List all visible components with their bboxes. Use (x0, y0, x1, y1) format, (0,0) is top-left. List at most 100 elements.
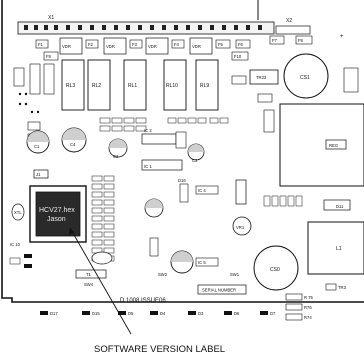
label-f1: F1 (38, 42, 44, 47)
label-vdr-3: VDR (148, 44, 157, 49)
regulator-block (279, 103, 364, 187)
relay-group: RL3 RL2 RL1 RL10 RL9 (61, 59, 219, 111)
part-left-small (9, 257, 21, 265)
label-cs1: CS1 (300, 75, 310, 81)
varistor-vr1 (232, 216, 252, 236)
label-rl1: RL1 (128, 83, 137, 89)
label-f8: F8 (298, 38, 304, 43)
chip-ic1 (141, 159, 183, 171)
part-near-tr23 (231, 75, 247, 85)
resistor-ladder (91, 175, 115, 262)
label-f5: F5 (218, 42, 224, 47)
label-d6: D6 (234, 311, 240, 316)
resistor-r74 (285, 313, 303, 321)
resistor-r75 (285, 293, 303, 301)
diode-pair (175, 131, 187, 149)
software-version-label (35, 191, 81, 237)
left-leds (24, 254, 32, 268)
label-r76: R76 (304, 305, 312, 310)
cap-cs0: CS0 (253, 245, 299, 291)
label-ic10: IC 10 (10, 242, 21, 247)
connector-x2 (275, 25, 311, 35)
fuse-group: F1 F2 F3 F4 F5 F6 F7 F8 F9 F10 (35, 35, 313, 61)
label-f10: F10 (234, 54, 242, 59)
label-x1: X1 (48, 15, 54, 21)
serial-number-label: SERIAL NUMBER (202, 288, 236, 293)
label-f7: F7 (272, 38, 278, 43)
label-cs0: CS0 (270, 267, 280, 273)
label-vdr-2: VDR (106, 44, 115, 49)
label-rl9: RL9 (200, 83, 209, 89)
callout-arrowhead (69, 228, 74, 235)
transistor-tr3 (325, 283, 337, 291)
label-f2: F2 (88, 42, 94, 47)
label-ic4: IC 4 (198, 188, 206, 193)
board-id: D 1008 ISSUE06 (120, 298, 166, 304)
plus-mark: + (340, 34, 344, 40)
part-mid-vertical (149, 237, 159, 257)
label-sw2: SW2 (158, 272, 168, 277)
label-r75: R 75 (304, 295, 314, 300)
chip-ic2 (141, 133, 177, 145)
label-xtl: XTL (14, 210, 22, 215)
chip-label-line1: HCV27.hex (39, 207, 75, 214)
label-d11: D11 (336, 204, 344, 209)
cap-c1: C1 (26, 130, 50, 154)
label-ic2: IC 2 (144, 128, 152, 133)
label-ic1: IC 1 (144, 164, 152, 169)
label-ic5: IC 5 (198, 260, 206, 265)
resistor-r76 (285, 303, 303, 311)
cap-c4: C4 (61, 127, 87, 153)
label-d4: D4 (160, 311, 166, 316)
transformer-t1 (75, 269, 107, 279)
transistor-tr23 (249, 69, 279, 85)
chip-label-line2: Jason (47, 216, 66, 223)
cap-c2: C2 (108, 138, 128, 159)
label-r74: R74 (304, 315, 312, 320)
diode-d26 (235, 179, 247, 205)
label-d7: D7 (270, 311, 276, 316)
inductor-l1 (307, 221, 364, 275)
label-c3: C3 (192, 158, 198, 163)
label-j1: J1 (36, 172, 41, 177)
label-rl2: RL2 (92, 83, 101, 89)
label-t1: T1 (86, 272, 92, 277)
label-f9: F9 (46, 54, 52, 59)
label-d15: D15 (92, 311, 100, 316)
label-reg: REG (329, 143, 338, 148)
part-near-tr23-b (257, 93, 273, 103)
regulator-reg (325, 139, 347, 150)
vdr-group: VDR VDR VDR VDR (59, 37, 213, 55)
chip-ic5 (195, 257, 219, 267)
resistor-rows (99, 117, 229, 132)
diode-d16 (179, 183, 189, 203)
jumper-j1 (33, 169, 49, 179)
board-outline (1, 0, 364, 303)
callout-caption: SOFTWARE VERSION LABEL (94, 344, 225, 355)
label-x2: X2 (286, 18, 292, 24)
label-vdr-1: VDR (62, 44, 71, 49)
cap-c3: C3 (187, 143, 205, 163)
label-c1: C1 (34, 144, 40, 149)
label-vr1: VR1 (236, 225, 245, 230)
connector-pins (24, 25, 262, 30)
label-d17: D17 (50, 311, 58, 316)
label-rl3: RL3 (66, 83, 75, 89)
left-dots (18, 92, 40, 114)
part-reg-side (263, 109, 275, 133)
part-right-edge (343, 67, 359, 93)
label-tr3: TR3 (338, 285, 347, 290)
chip-ic4 (195, 185, 219, 195)
label-vdr-4: VDR (192, 44, 201, 49)
cap-cs1: CS1 (283, 53, 329, 99)
crystal-xtl (11, 203, 25, 221)
label-rl10: RL10 (166, 83, 178, 89)
label-tr23: TR23 (256, 75, 267, 80)
cap-c5-flat (91, 251, 113, 265)
cap-c6 (144, 198, 164, 218)
label-d16: D16 (178, 178, 186, 183)
cap-c40 (170, 250, 194, 274)
led-row (40, 311, 268, 315)
